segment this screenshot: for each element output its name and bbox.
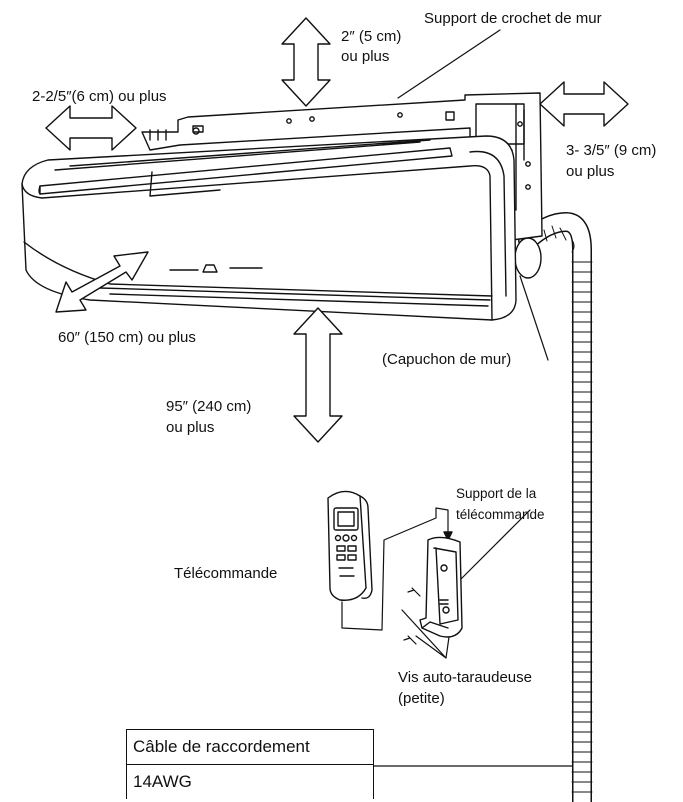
cable-table-header: Câble de raccordement — [126, 729, 374, 765]
remote-holder-label: Support de la — [456, 486, 537, 501]
table-row: Câble de raccordement — [126, 729, 374, 765]
remote-control — [327, 490, 373, 601]
left-clearance-label: 2-2/5″(6 cm) ou plus — [32, 88, 167, 105]
screws — [403, 587, 421, 645]
screws-label: Vis auto-taraudeuse — [398, 669, 532, 686]
cable-table: Câble de raccordement 14AWG — [126, 729, 374, 799]
table-row: 14AWG — [126, 764, 374, 799]
right-clearance-label: 3- 3/5″ (9 cm) — [566, 142, 657, 159]
screws-label-2: (petite) — [398, 690, 445, 707]
remote-label: Télécommande — [174, 565, 278, 582]
left-clearance-arrow — [45, 105, 137, 151]
right-clearance-arrow — [539, 81, 629, 127]
remote-holder-label-2: télécommande — [456, 507, 545, 522]
cable-table-value: 14AWG — [126, 764, 374, 799]
remote-holder — [419, 536, 463, 638]
wall-bracket-label: Support de crochet de mur — [424, 10, 602, 27]
wall-cap-label: (Capuchon de mur) — [382, 351, 512, 368]
front-clearance-arrow — [55, 251, 149, 313]
cord — [341, 507, 449, 631]
floor-clearance-label: 95″ (240 cm) — [166, 398, 252, 415]
top-clearance-label-2: ou plus — [341, 48, 390, 65]
top-clearance-label: 2″ (5 cm) — [341, 28, 402, 45]
indoor-unit — [21, 135, 517, 321]
floor-clearance-arrow — [293, 307, 343, 443]
floor-clearance-label-2: ou plus — [166, 419, 215, 436]
right-clearance-label-2: ou plus — [566, 163, 615, 180]
top-clearance-arrow — [281, 17, 331, 107]
front-clearance-label: 60″ (150 cm) ou plus — [58, 329, 196, 346]
